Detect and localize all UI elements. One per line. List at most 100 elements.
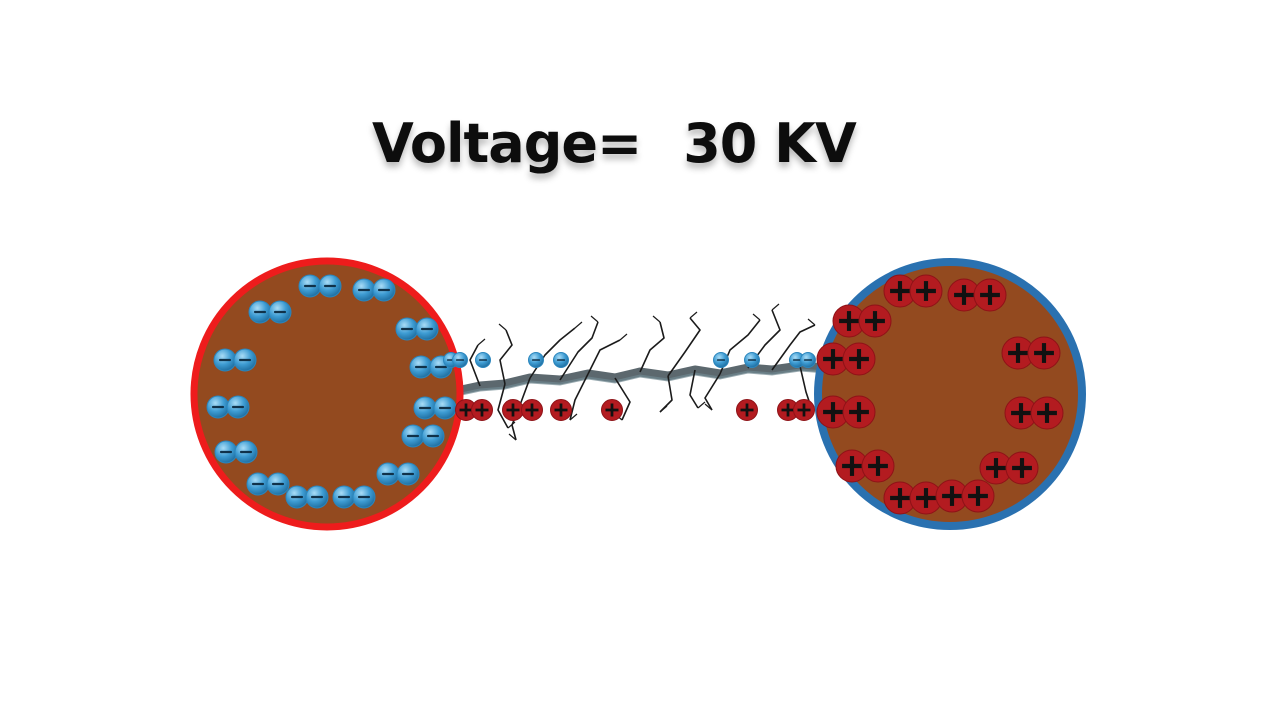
proton-pair-icon <box>883 274 943 308</box>
spark-twig <box>574 321 583 329</box>
proton-icon <box>1030 396 1064 430</box>
spark-twig <box>508 433 517 441</box>
spark-twig <box>590 315 599 323</box>
spark-twig <box>771 303 780 311</box>
proton-icon <box>842 342 876 376</box>
electron-icon <box>305 485 329 509</box>
proton-pair-icon <box>979 451 1039 485</box>
proton-pair-icon <box>947 278 1007 312</box>
electron-icon <box>528 352 544 368</box>
electron-icon <box>433 396 457 420</box>
proton-icon <box>832 304 866 338</box>
electron-icon <box>332 485 356 509</box>
electron-pair-icon <box>413 396 457 420</box>
spark-twig <box>704 403 713 411</box>
electron-icon <box>214 440 238 464</box>
proton-icon <box>550 399 572 421</box>
electron-icon <box>226 395 250 419</box>
electron-icon <box>248 300 272 324</box>
electron-icon <box>268 300 292 324</box>
proton-icon <box>961 479 995 513</box>
electron-icon <box>233 348 257 372</box>
electron-pair-icon <box>213 348 257 372</box>
proton-icon <box>973 278 1007 312</box>
proton-icon <box>883 274 917 308</box>
electron-icon <box>553 352 569 368</box>
electron-pair-icon <box>401 424 445 448</box>
electron-pair-icon <box>206 395 250 419</box>
voltage-title: Voltage= 30 KV <box>372 108 857 178</box>
electron-pair-icon <box>246 472 290 496</box>
electron-icon <box>285 485 309 509</box>
electron-icon <box>396 462 420 486</box>
electron-icon <box>352 485 376 509</box>
proton-icon <box>502 399 524 421</box>
electron-pair-icon <box>376 462 420 486</box>
electron-icon <box>452 352 468 368</box>
proton-icon <box>736 399 758 421</box>
spark-branch <box>499 329 513 385</box>
proton-icon <box>935 479 969 513</box>
proton-icon <box>816 395 850 429</box>
spark-twig <box>652 315 661 323</box>
spark-twig <box>507 421 516 429</box>
electron-icon <box>713 352 729 368</box>
electron-icon <box>415 317 439 341</box>
proton-icon <box>1001 336 1035 370</box>
spark-branch <box>497 383 509 429</box>
electron-icon <box>789 352 805 368</box>
electron-group <box>206 274 816 509</box>
electron-icon <box>266 472 290 496</box>
spark-branch <box>469 344 481 387</box>
proton-group <box>455 274 1064 515</box>
proton-icon <box>777 399 799 421</box>
spark-twig <box>659 405 668 413</box>
electron-icon <box>401 424 425 448</box>
proton-icon <box>793 399 815 421</box>
electron-icon <box>376 462 400 486</box>
proton-icon <box>883 481 917 515</box>
proton-icon <box>1005 451 1039 485</box>
spark-branch <box>667 317 701 377</box>
electron-icon <box>206 395 230 419</box>
spark-branch <box>639 321 665 373</box>
electron-icon <box>409 355 433 379</box>
proton-pair-icon <box>1001 336 1061 370</box>
proton-icon <box>471 399 493 421</box>
electron-icon <box>234 440 258 464</box>
electron-pair-icon <box>248 300 292 324</box>
electron-icon <box>413 396 437 420</box>
spark-twig <box>569 413 578 421</box>
electron-icon <box>475 352 491 368</box>
electron-icon <box>372 278 396 302</box>
proton-pair-icon <box>883 481 943 515</box>
voltage-value: 30 KV <box>683 111 857 175</box>
electron-pair-icon <box>332 485 376 509</box>
electron-icon <box>421 424 445 448</box>
electron-icon <box>298 274 322 298</box>
spark-twig <box>689 311 698 319</box>
spark-twig <box>752 313 761 321</box>
spark-branch <box>704 373 721 411</box>
electron-pair-icon <box>214 440 258 464</box>
spark-branch <box>689 369 699 409</box>
electron-icon <box>318 274 342 298</box>
voltage-label: Voltage= <box>372 111 642 175</box>
spark-branch <box>559 321 599 381</box>
spark-twig <box>498 323 507 331</box>
proton-icon <box>858 304 892 338</box>
proton-pair-icon <box>816 342 876 376</box>
electron-icon <box>395 317 419 341</box>
electron-pair-icon <box>352 278 396 302</box>
electron-pair-icon <box>395 317 439 341</box>
electron-pair-icon <box>298 274 342 298</box>
proton-icon <box>521 399 543 421</box>
spark-branch <box>587 339 621 375</box>
electron-icon <box>246 472 270 496</box>
electron-icon <box>744 352 760 368</box>
spark-branch <box>614 377 631 421</box>
proton-pair-icon <box>835 449 895 483</box>
proton-icon <box>842 395 876 429</box>
